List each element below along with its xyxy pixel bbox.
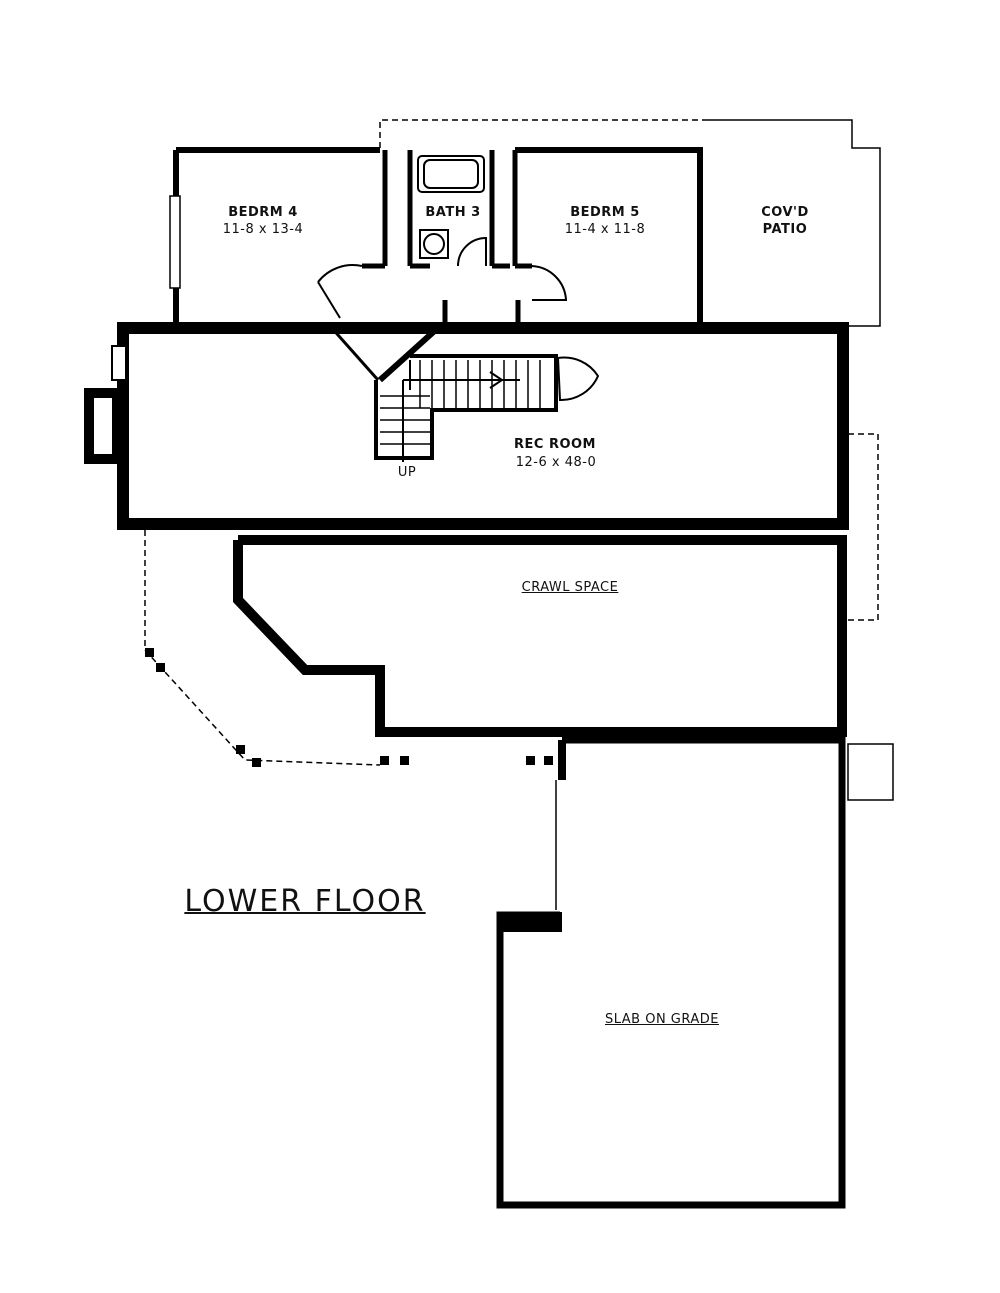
room-size-covd-patio: PATIO [762, 222, 808, 237]
covered-patio-outline [555, 119, 894, 910]
room-name-bath-3: BATH 3 [425, 205, 481, 220]
dashed-outlines [144, 119, 879, 766]
room-name-rec-room: REC ROOM [513, 437, 596, 452]
window-rec-room-west [111, 345, 127, 381]
stairs-up-label: UP [397, 465, 417, 480]
posts [145, 648, 553, 767]
bath-fixtures [417, 155, 487, 267]
room-name-bedrm-4: BEDRM 4 [228, 205, 298, 220]
door-swings [317, 264, 600, 402]
slab-on-grade-label: SLAB ON GRADE [604, 1012, 720, 1027]
stairs [374, 354, 558, 462]
interior-walls [328, 147, 560, 383]
room-size-bedrm-4: 11-8 x 13-4 [222, 222, 304, 237]
exterior-walls [117, 147, 849, 1209]
room-size-bedrm-5: 11-4 x 11-8 [564, 222, 646, 237]
fireplace [84, 388, 122, 464]
room-size-rec-room: 12-6 x 48-0 [515, 455, 597, 470]
plan-title: LOWER FLOOR [184, 884, 426, 919]
room-name-covd-patio: COV'D [761, 205, 809, 220]
room-name-bedrm-5: BEDRM 5 [570, 205, 640, 220]
window-bedrm4-west [169, 195, 181, 289]
crawl-space-label: CRAWL SPACE [521, 580, 619, 595]
